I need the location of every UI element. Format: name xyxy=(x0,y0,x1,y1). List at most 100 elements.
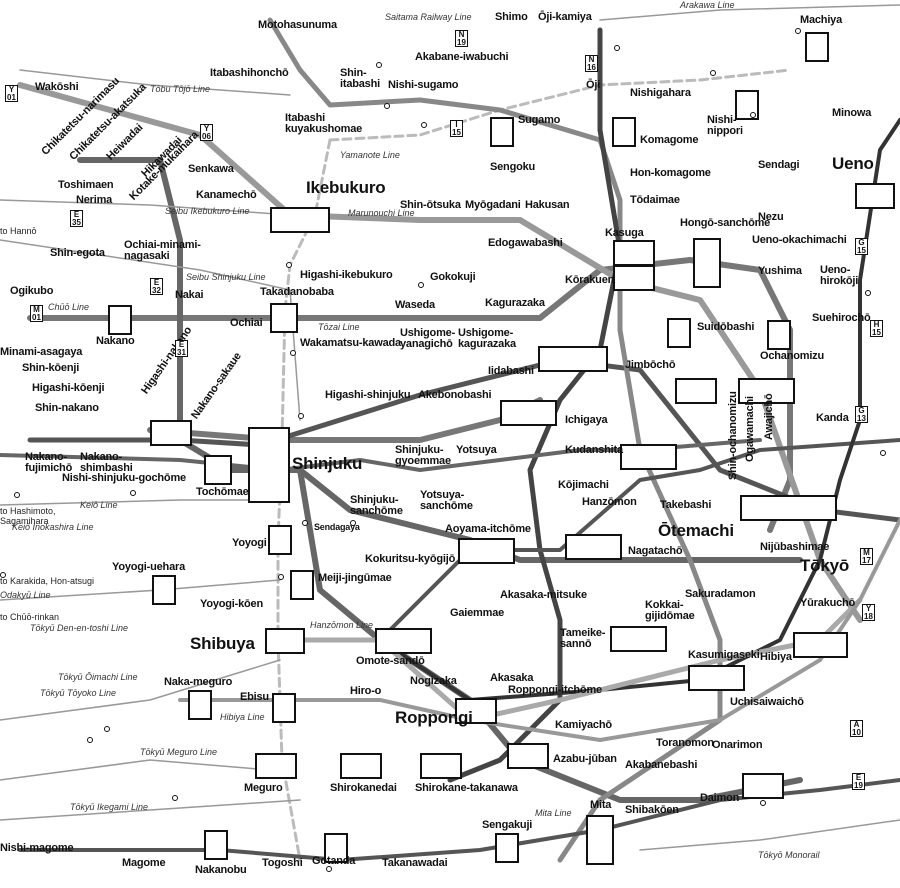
station-myogadani[interactable]: Myōgadani xyxy=(465,199,521,211)
station-sendagaya[interactable]: Sendagaya xyxy=(314,522,360,532)
tochomae-box[interactable] xyxy=(204,455,232,485)
mita-box[interactable] xyxy=(586,815,614,865)
kudanshita-box[interactable] xyxy=(620,444,677,470)
station-yotsuya-san[interactable]: Yotsuya-sanchōme xyxy=(420,489,473,512)
station-iidabashi[interactable]: Iidabashi xyxy=(488,365,534,377)
station-azabu[interactable]: Azabu-jūban xyxy=(553,753,617,765)
suidobashi-box[interactable] xyxy=(667,318,691,348)
station-shin-itabashi[interactable]: Shin-itabashi xyxy=(340,67,380,90)
tameike-box[interactable] xyxy=(610,626,667,652)
station-shibakoen[interactable]: Shibakōen xyxy=(625,804,679,816)
station-akasaka-mitsuke[interactable]: Akasaka-mitsuke xyxy=(500,589,587,601)
station-onarimon[interactable]: Onarimon xyxy=(712,739,763,751)
station-nogizaka[interactable]: Nogizaka xyxy=(410,675,457,687)
station-magome[interactable]: Magome xyxy=(122,857,166,869)
station-ochiai[interactable]: Ochiai xyxy=(230,317,263,329)
station-naka-meguro[interactable]: Naka-meguro xyxy=(164,676,233,688)
omotesando-box[interactable] xyxy=(375,628,432,654)
station-ebisu[interactable]: Ebisu xyxy=(240,691,269,703)
station-jimbocho[interactable]: Jimbōchō xyxy=(625,359,676,371)
station-ogikubo[interactable]: Ogikubo xyxy=(10,285,54,297)
station-akasaka[interactable]: Akasaka xyxy=(490,672,534,684)
station-uchisaiwaicho[interactable]: Uchisaiwaichō xyxy=(730,696,804,708)
station-nishimagome[interactable]: Nishi-magome xyxy=(0,842,74,854)
station-hanzomon[interactable]: Hanzōmon xyxy=(582,496,637,508)
station-nakai[interactable]: Nakai xyxy=(175,289,204,301)
station-nakano[interactable]: Nakano xyxy=(96,335,135,347)
station-gotanda[interactable]: Gotanda xyxy=(312,855,356,867)
station-yotsuya[interactable]: Yotsuya xyxy=(456,444,497,456)
station-akabane-iwabuchi[interactable]: Akabane-iwabuchi xyxy=(415,51,509,63)
station-higashi-ikebukuro[interactable]: Higashi-ikebukuro xyxy=(300,269,393,281)
station-tameike[interactable]: Tameike-sannō xyxy=(560,627,606,650)
station-otemachi[interactable]: Ōtemachi xyxy=(658,521,734,540)
station-hibiya[interactable]: Hibiya xyxy=(760,651,792,663)
station-itabashi-kuyakusho[interactable]: Itabashi kuyakushomae xyxy=(285,112,363,135)
station-ogawamachi[interactable]: Ogawamachi xyxy=(744,396,756,462)
station-gaiemmae[interactable]: Gaiemmae xyxy=(450,607,505,619)
ueno-box[interactable] xyxy=(855,183,895,209)
station-shirokanedai[interactable]: Shirokanedai xyxy=(330,782,397,794)
otemachi-box[interactable] xyxy=(740,495,837,521)
station-sengoku[interactable]: Sengoku xyxy=(490,161,536,173)
station-hongo[interactable]: Hongō-sanchōme xyxy=(680,217,771,229)
station-kasuga[interactable]: Kasuga xyxy=(605,227,644,239)
station-shin-otsuka[interactable]: Shin-ōtsuka xyxy=(400,199,461,211)
station-kasumigaseki[interactable]: Kasumigaseki xyxy=(688,649,760,661)
station-oji[interactable]: Ōji xyxy=(586,79,601,91)
station-kagurazaka[interactable]: Kagurazaka xyxy=(485,297,545,309)
nakano-box[interactable] xyxy=(108,305,132,335)
station-togoshi[interactable]: Togoshi xyxy=(262,857,303,869)
station-wakamatsu[interactable]: Wakamatsu-kawada xyxy=(300,337,401,349)
station-toshimaen[interactable]: Toshimaen xyxy=(58,179,114,191)
station-shimo[interactable]: Shimo xyxy=(495,11,528,23)
station-edogawabashi[interactable]: Edogawabashi xyxy=(488,237,563,249)
station-minami-asagaya[interactable]: Minami-asagaya xyxy=(0,346,83,358)
jimbocho-box[interactable] xyxy=(675,378,717,404)
otemachi-box-2[interactable] xyxy=(565,534,622,560)
station-ochiai-minami[interactable]: Ochiai-minami-nagasaki xyxy=(124,239,201,262)
station-motohasunuma[interactable]: Motohasunuma xyxy=(258,19,337,31)
station-toranomon[interactable]: Toranomon xyxy=(656,737,714,749)
shirokane-box[interactable] xyxy=(420,753,462,779)
station-kojimachi[interactable]: Kōjimachi xyxy=(558,479,609,491)
station-ueno-hirokoji[interactable]: Ueno-hirokōji xyxy=(820,264,859,287)
station-suidobashi[interactable]: Suidōbashi xyxy=(697,321,755,333)
komagome-box[interactable] xyxy=(612,117,636,147)
station-wakoshi[interactable]: Wakōshi xyxy=(35,81,79,93)
station-itabashihoncho[interactable]: Itabashihonchō xyxy=(210,67,289,79)
station-yoyogi-koen[interactable]: Yoyogi-kōen xyxy=(200,598,263,610)
station-shin-koenji[interactable]: Shin-kōenji xyxy=(22,362,80,374)
station-minowa[interactable]: Minowa xyxy=(832,107,872,119)
station-higashi-shinjuku[interactable]: Higashi-shinjuku xyxy=(325,389,411,401)
station-nishi-shinjuku-gochome[interactable]: Nishi-shinjuku-gochōme xyxy=(62,472,186,484)
station-kokkai[interactable]: Kokkai-gijidōmae xyxy=(645,599,695,622)
station-tochomae[interactable]: Tochōmae xyxy=(196,486,249,498)
hibiya-box-2[interactable] xyxy=(793,632,848,658)
station-shin-nakano[interactable]: Shin-nakano xyxy=(35,402,99,414)
station-shin-egota[interactable]: Shin-egota xyxy=(50,247,105,259)
daimon-box[interactable] xyxy=(742,773,784,799)
station-nishinippori[interactable]: Nishi-nippori xyxy=(707,114,743,137)
station-ushigome-yana[interactable]: Ushigome-yanagichō xyxy=(400,327,456,350)
shibuya-box[interactable] xyxy=(265,628,305,654)
station-ichigaya[interactable]: Ichigaya xyxy=(565,414,608,426)
station-shibuya[interactable]: Shibuya xyxy=(190,634,255,653)
station-nakano-shimbashi[interactable]: Nakano-shimbashi xyxy=(80,451,133,474)
station-kokuritsu[interactable]: Kokuritsu-kyōgijō xyxy=(365,553,456,565)
station-yurakucho[interactable]: Yūrakuchō xyxy=(800,597,856,609)
station-tokyo[interactable]: Tōkyō xyxy=(800,556,850,575)
station-gokokuji[interactable]: Gokokuji xyxy=(430,271,476,283)
station-yoyogi[interactable]: Yoyogi xyxy=(232,537,267,549)
station-nakanobu[interactable]: Nakanobu xyxy=(195,864,247,876)
station-roppongi-itchome[interactable]: Roppongi-itchōme xyxy=(508,684,602,696)
station-kudanshita[interactable]: Kudanshita xyxy=(565,444,623,456)
station-ochanomizu[interactable]: Ochanomizu xyxy=(760,350,825,362)
nakanobu-box[interactable] xyxy=(204,830,228,860)
station-nagatacho[interactable]: Nagatachō xyxy=(628,545,683,557)
ochanomizu-m-box[interactable] xyxy=(767,320,791,350)
station-todaimae[interactable]: Tōdaimae xyxy=(630,194,680,206)
ichigaya-box[interactable] xyxy=(500,400,557,426)
station-oji-kamiya[interactable]: Ōji-kamiya xyxy=(538,11,592,23)
station-nezu[interactable]: Nezu xyxy=(758,211,784,223)
